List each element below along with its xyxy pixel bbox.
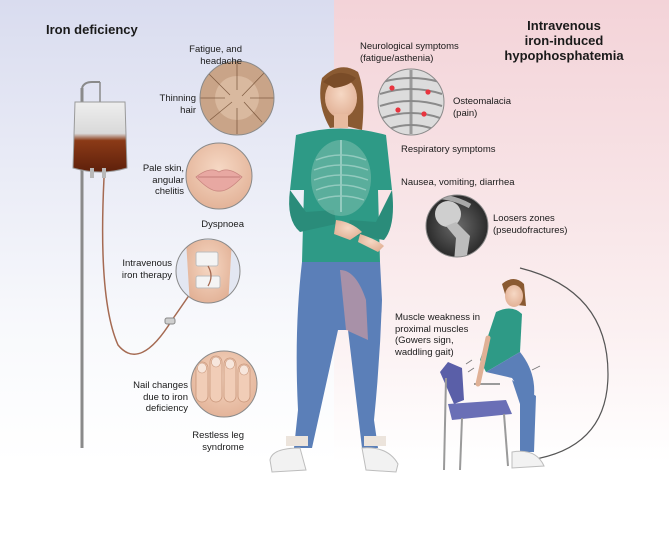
bottom-margin [0,470,669,544]
label-dyspnoea: Dyspnoea [201,219,244,230]
label-respiratory: Respiratory symptoms [401,144,496,155]
label-thinning-hair: Thinning hair [159,93,196,116]
hip-xray-image [425,194,489,258]
iron-deficiency-title: Iron deficiency [46,22,138,37]
muscle-weakness-vignette [440,267,609,471]
label-nausea: Nausea, vomiting, diarrhea [401,177,515,188]
label-restless-leg: Restless leg syndrome [192,430,244,453]
label-osteomalacia: Osteomalacia (pain) [453,96,512,119]
iv-arm-image [175,238,241,304]
label-loosers-zones: Loosers zones (pseudofractures) [493,213,568,236]
iron-infusion-bag [72,101,197,355]
hypophosphatemia-title: Intravenous iron-induced hypophosphatemi… [504,18,624,63]
chair [440,362,512,471]
label-fatigue: Fatigue, and headache [189,44,242,67]
label-muscle-weakness: Muscle weakness in proximal muscles (Gow… [395,312,481,358]
label-nail-changes: Nail changes due to iron deficiency [133,380,188,414]
label-neurological: Neurological symptoms (fatigue/asthenia) [360,41,459,64]
label-pale-skin: Pale skin, angular chelitis [142,163,184,197]
nail-changes-image [190,350,258,418]
rib-cage-image [377,68,445,136]
pale-lips-image [185,142,253,210]
thinning-hair-image [199,60,275,136]
label-iv-therapy: Intravenous iron therapy [121,258,172,281]
patient-figure [269,67,399,473]
